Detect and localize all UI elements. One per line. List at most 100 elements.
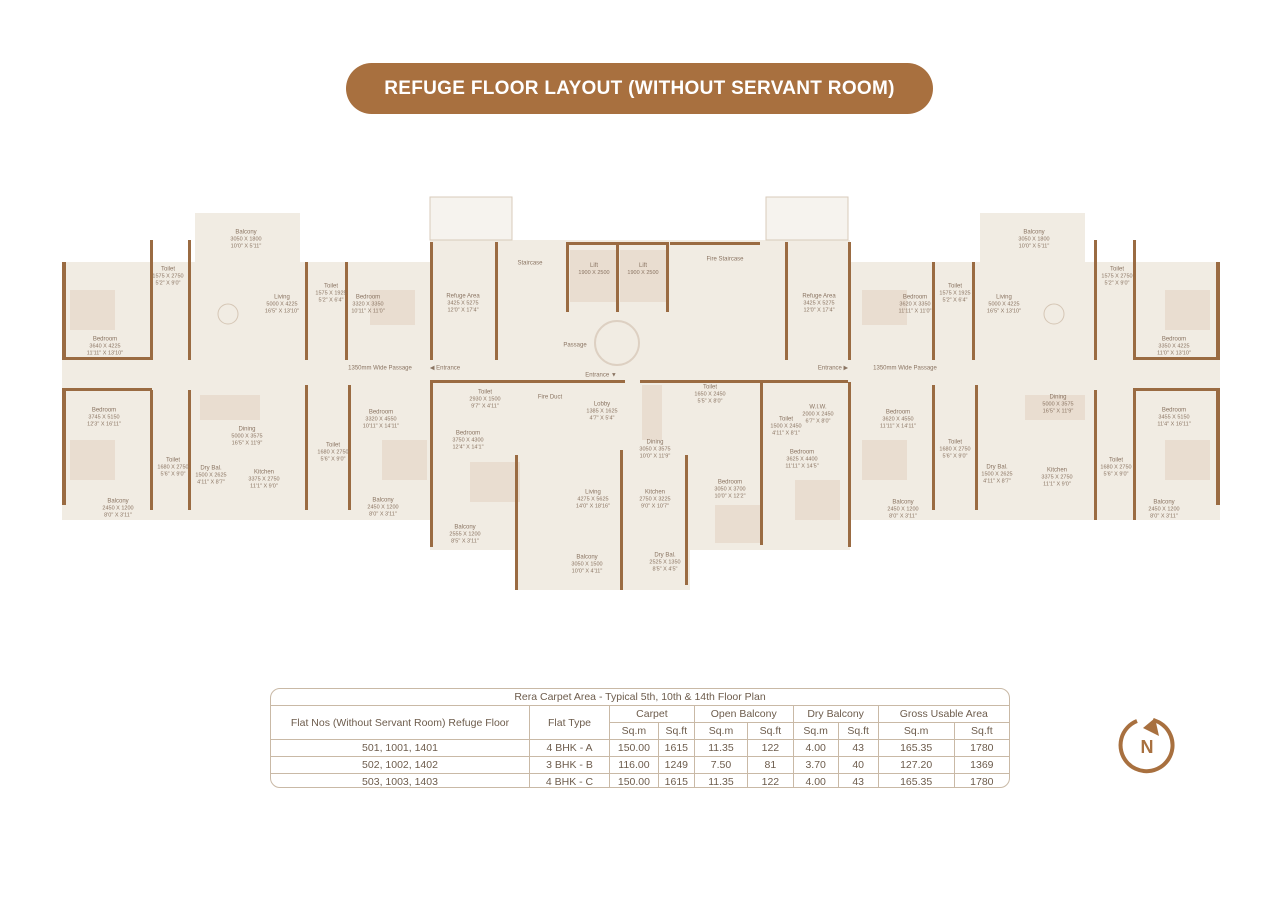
room-name: Dining xyxy=(238,426,256,433)
flat-type-cell: 3 BHK - B xyxy=(529,756,610,774)
area-value-cell: 11.35 xyxy=(693,739,749,757)
room-dimension: 5'2" X 6'4" xyxy=(942,297,968,304)
room-name: Toilet xyxy=(1108,457,1124,464)
room-dimension: 2930 X 1500 xyxy=(469,396,501,403)
rera-carpet-area-table: Rera Carpet Area - Typical 5th, 10th & 1… xyxy=(270,688,1010,788)
column-header-flat-nos: Flat Nos (Without Servant Room) Refuge F… xyxy=(271,705,530,740)
room-name: Living xyxy=(585,489,601,496)
room-name: Toilet xyxy=(947,439,963,446)
room-name: Entrance ▶ xyxy=(817,365,849,372)
room-dimension: 2555 X 1200 xyxy=(449,531,481,538)
flat-nos-cell: 501, 1001, 1401 xyxy=(271,739,530,757)
room-dimension: 8'0" X 3'11" xyxy=(104,512,132,519)
room-name: Toilet xyxy=(160,266,176,273)
room-name: Staircase xyxy=(517,260,543,267)
room-label: Staircase xyxy=(517,261,542,268)
unit-header: Sq.ft xyxy=(657,722,695,740)
room-label: Entrance ▶ xyxy=(818,366,848,373)
room-dimension: 11'11" X 14'5" xyxy=(785,463,819,470)
room-dimension: 2450 X 1200 xyxy=(887,506,919,513)
living-table-icon xyxy=(1043,303,1065,325)
room-name: Balcony xyxy=(372,497,394,504)
column-header-flat-type: Flat Type xyxy=(529,705,610,740)
unit-header: Sq.ft xyxy=(837,722,879,740)
area-value-cell: 122 xyxy=(747,739,794,757)
room-dimension: 5000 X 3575 xyxy=(1042,401,1074,408)
room-label: 1350mm Wide Passage xyxy=(348,366,412,373)
column-group-open-balcony: Open Balcony xyxy=(693,705,794,723)
room-name: Dining xyxy=(646,439,664,446)
room-dimension: 5'6" X 9'0" xyxy=(942,453,968,460)
area-value-cell: 1615 xyxy=(657,773,695,787)
room-name: Balcony xyxy=(1023,229,1045,236)
refuge-terraces xyxy=(429,196,849,241)
room-dimension: 5000 X 4225 xyxy=(266,301,298,308)
room-dimension: 16'5" X 13'10" xyxy=(264,308,300,315)
room-dimension: 11'0" X 13'10" xyxy=(1157,350,1191,357)
room-label: 1350mm Wide Passage xyxy=(873,366,937,373)
room-name: Balcony xyxy=(1153,499,1175,506)
room-name: Refuge Area xyxy=(446,293,480,300)
compass-label: N xyxy=(1141,737,1154,757)
room-dimension: 4275 X 5625 xyxy=(577,496,609,503)
table-caption: Rera Carpet Area - Typical 5th, 10th & 1… xyxy=(271,689,1009,706)
room-name: Kitchen xyxy=(644,489,666,496)
flat-nos-cell: 502, 1002, 1402 xyxy=(271,756,530,774)
room-dimension: 5'5" X 8'0" xyxy=(697,398,723,405)
room-dimension: 3050 X 3575 xyxy=(639,446,671,453)
walls xyxy=(62,240,1220,590)
unit-header: Sq.m xyxy=(693,722,749,740)
area-value-cell: 165.35 xyxy=(877,739,955,757)
room-name: Bedroom xyxy=(91,407,117,414)
room-dimension: 3620 X 4550 xyxy=(882,416,914,423)
room-dimension: 10'0" X 5'11" xyxy=(1018,243,1050,250)
area-value-cell: 43 xyxy=(837,739,879,757)
room-dimension: 2450 X 1200 xyxy=(367,504,399,511)
room-dimension: 11'4" X 16'11" xyxy=(1157,421,1191,428)
area-value-cell: 4.00 xyxy=(792,773,839,787)
area-value-cell: 81 xyxy=(747,756,794,774)
room-dimension: 3375 X 2750 xyxy=(1041,474,1073,481)
unit-header: Sq.ft xyxy=(953,722,1009,740)
room-dimension: 5'2" X 9'0" xyxy=(155,280,181,287)
room-name: Lobby xyxy=(593,401,611,408)
room-dimension: 1500 X 2625 xyxy=(981,471,1013,478)
room-dimension: 4'11" X 8'7" xyxy=(983,478,1011,485)
room-dimension: 5'6" X 9'0" xyxy=(160,471,186,478)
room-dimension: 3350 X 4225 xyxy=(1158,343,1190,350)
room-name: Kitchen xyxy=(253,469,275,476)
room-name: Balcony xyxy=(107,498,129,505)
unit-header: Sq.ft xyxy=(747,722,794,740)
room-name: Bedroom xyxy=(902,294,928,301)
room-dimension: 10'11" X 11'0" xyxy=(351,308,385,315)
room-name: Lift xyxy=(638,263,648,269)
room-name: 1350mm Wide Passage xyxy=(348,365,412,372)
area-value-cell: 122 xyxy=(747,773,794,787)
area-value-cell: 127.20 xyxy=(877,756,955,774)
page-title: REFUGE FLOOR LAYOUT (WITHOUT SERVANT ROO… xyxy=(346,63,933,114)
living-table-icon xyxy=(217,303,239,325)
room-dimension: 3050 X 1800 xyxy=(230,236,262,243)
room-name: Fire Duct xyxy=(537,394,563,401)
